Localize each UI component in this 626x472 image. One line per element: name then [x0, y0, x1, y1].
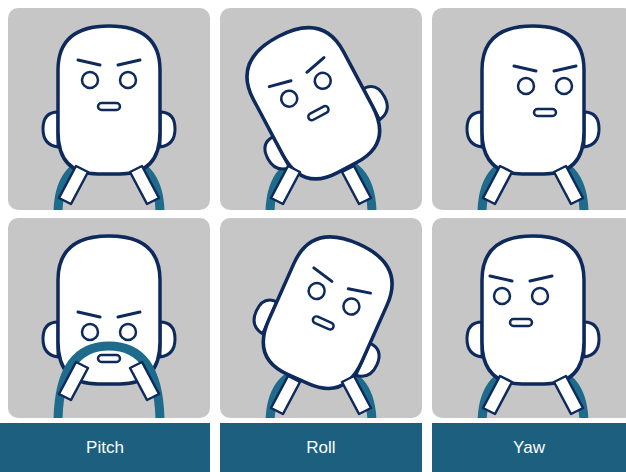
label-band: Pitch [0, 423, 210, 472]
label-band: Yaw [432, 423, 626, 472]
band-label: Yaw [513, 438, 545, 458]
label-band: Roll [220, 423, 422, 472]
band-label: Pitch [86, 438, 124, 458]
band-label: Roll [306, 438, 335, 458]
